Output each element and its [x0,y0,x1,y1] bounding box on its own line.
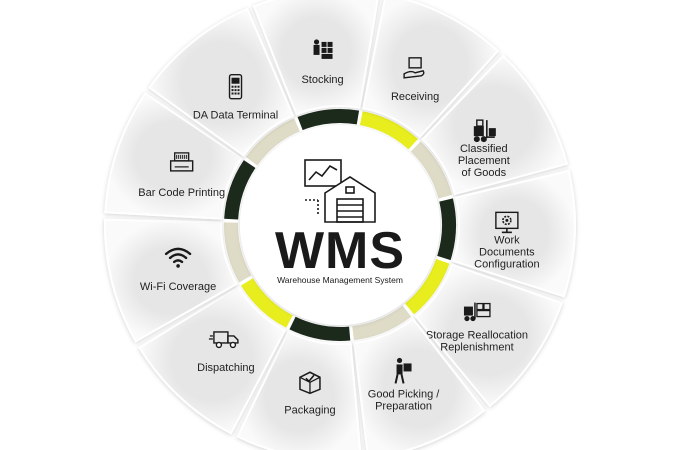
segment-label-classified-placement: Classified [460,143,508,155]
segment-shape-bar-code-printing[interactable] [104,92,243,220]
segment-shape-work-documents[interactable] [452,169,576,298]
segment-shape-classified-placement[interactable] [421,54,569,196]
segment-shape-da-data-terminal[interactable] [148,7,295,157]
segment-shape-dispatching[interactable] [138,285,287,435]
accent-arc-receiving [359,111,418,150]
segment-label-packaging: Packaging [284,404,335,416]
segment-label-bar-code-printing: Bar Code Printing [138,187,225,199]
segment-label-dispatching: Dispatching [197,362,254,374]
segment-label-classified-placement: Placement [458,155,510,167]
accent-arc-storage-reallocation [405,258,450,315]
segment-bar-code-printing[interactable]: Bar Code Printing [104,92,243,220]
accent-arc-packaging [289,316,351,341]
segment-good-picking[interactable]: Good Picking /Preparation [353,317,486,450]
segment-label-wifi-coverage: Wi-Fi Coverage [140,281,216,293]
segment-label-work-documents: Documents [479,246,535,258]
accent-arc-da-data-terminal [245,118,300,166]
segment-packaging[interactable]: Packaging [236,330,362,450]
segment-shape-good-picking[interactable] [353,317,486,450]
accent-arc-bar-code-printing [224,160,256,220]
segment-label-da-data-terminal: DA Data Terminal [193,110,278,122]
segment-label-storage-reallocation: Storage Reallocation [426,330,528,342]
segment-shape-storage-reallocation[interactable] [414,263,563,408]
segment-receiving[interactable]: Receiving [362,0,500,139]
segment-label-good-picking: Preparation [375,400,432,412]
segment-da-data-terminal[interactable]: DA Data Terminal [148,7,295,157]
delivery-truck-icon [208,331,239,349]
center-circle [240,125,440,325]
handheld-terminal-icon [228,74,243,100]
wms-subtitle: Warehouse Management System [277,275,403,285]
center-hub: WMS Warehouse Management System [240,125,440,325]
person-carrying-box-icon [394,357,412,384]
accent-arc-work-documents [437,198,457,261]
barcode-printer-icon [169,152,194,172]
segment-label-good-picking: Good Picking / [368,388,440,400]
warehouse-icon [304,159,376,223]
wifi-icon [164,247,192,268]
segment-label-storage-reallocation: Replenishment [440,342,513,354]
segment-label-stocking: Stocking [301,74,343,86]
wms-title: WMS [275,222,405,280]
accent-arc-stocking [297,108,360,131]
accent-arc-classified-placement [410,141,453,199]
forklift-boxes-icon [463,302,491,322]
accent-ring [224,108,457,341]
segment-shape-wifi-coverage[interactable] [104,218,238,343]
accent-arc-dispatching [241,278,293,328]
segment-label-classified-placement: of Goods [462,167,507,179]
forklift-icon [473,119,496,143]
segment-wifi-coverage[interactable]: Wi-Fi Coverage [104,218,238,343]
segment-dispatching[interactable]: Dispatching [138,285,287,435]
accent-arc-good-picking [352,305,412,341]
accent-arc-wifi-coverage [224,222,252,283]
stocking-icon [313,39,333,59]
segment-shape-packaging[interactable] [236,330,362,450]
segment-stocking[interactable]: Stocking [252,0,379,116]
segment-label-work-documents: Configuration [474,258,539,270]
segment-label-work-documents: Work [494,234,520,246]
package-box-icon [299,371,321,395]
segment-label-receiving: Receiving [391,91,439,103]
segment-shape-receiving[interactable] [362,0,500,139]
segment-shape-stocking[interactable] [252,0,379,116]
settings-monitor-icon [495,211,519,234]
receiving-icon [403,57,425,79]
